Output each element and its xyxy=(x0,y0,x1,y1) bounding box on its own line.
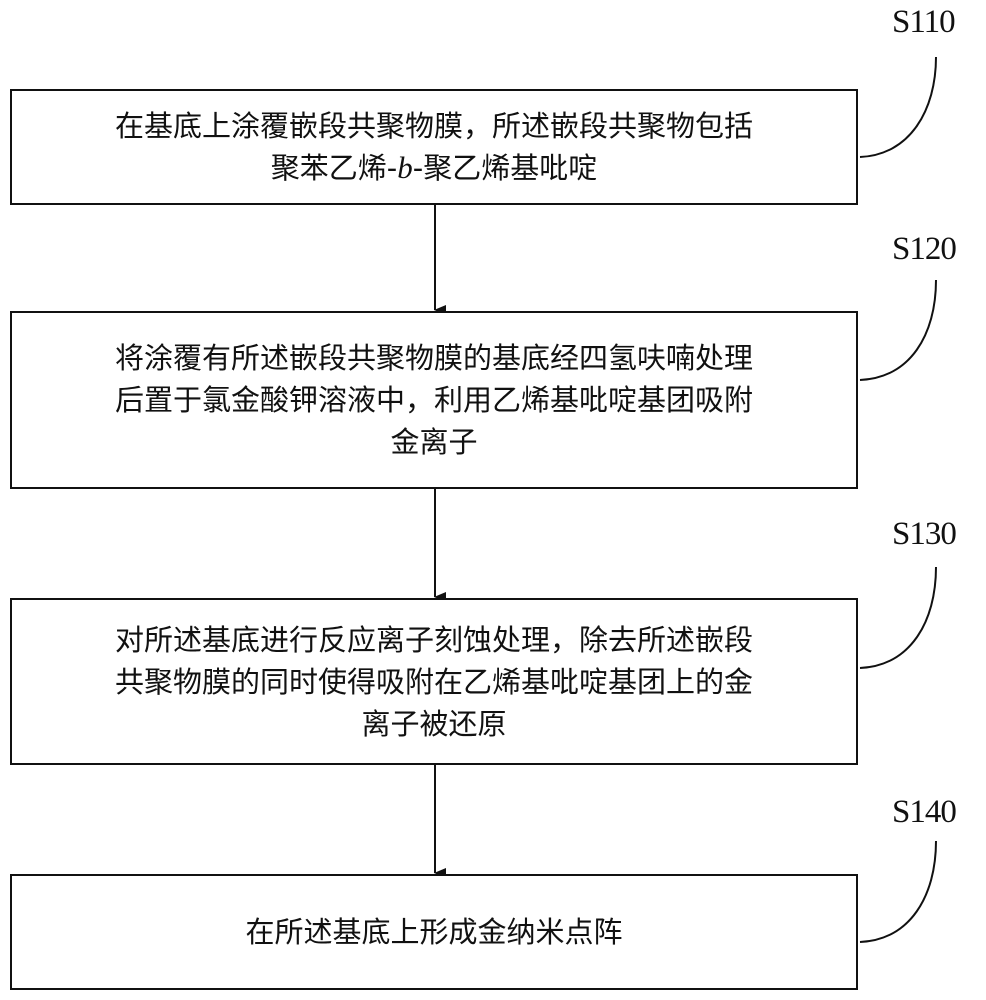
step-label-s140: S140 xyxy=(892,794,957,830)
text-segment: 在所述基底上形成金纳米点阵 xyxy=(245,915,623,949)
leader-line-s140 xyxy=(859,840,937,943)
text-segment: 聚苯乙烯- xyxy=(270,151,398,185)
step-box-s110: 在基底上涂覆嵌段共聚物膜，所述嵌段共聚物包括聚苯乙烯-b-聚乙烯基吡啶 xyxy=(10,89,858,205)
step-text-s140: 在所述基底上形成金纳米点阵 xyxy=(28,911,840,953)
italic-text-segment: b xyxy=(397,150,413,185)
step-box-s130: 对所述基底进行反应离子刻蚀处理，除去所述嵌段共聚物膜的同时使得吸附在乙烯基吡啶基… xyxy=(10,598,858,765)
step-text-line: 离子被还原 xyxy=(28,703,840,745)
step-text-s130: 对所述基底进行反应离子刻蚀处理，除去所述嵌段共聚物膜的同时使得吸附在乙烯基吡啶基… xyxy=(28,619,840,745)
step-label-s130: S130 xyxy=(892,516,957,552)
step-text-s110: 在基底上涂覆嵌段共聚物膜，所述嵌段共聚物包括聚苯乙烯-b-聚乙烯基吡啶 xyxy=(28,105,840,189)
step-text-line: 共聚物膜的同时使得吸附在乙烯基吡啶基团上的金 xyxy=(28,661,840,703)
text-segment: 离子被还原 xyxy=(361,706,507,741)
step-box-s120: 将涂覆有所述嵌段共聚物膜的基底经四氢呋喃处理后置于氯金酸钾溶液中，利用乙烯基吡啶… xyxy=(10,311,858,489)
text-segment: 对所述基底进行反应离子刻蚀处理，除去所述嵌段 xyxy=(114,622,753,657)
leader-line-s130 xyxy=(859,566,937,669)
step-text-line: 将涂覆有所述嵌段共聚物膜的基底经四氢呋喃处理 xyxy=(28,337,840,379)
step-text-line: 聚苯乙烯-b-聚乙烯基吡啶 xyxy=(28,147,840,189)
step-text-line: 在基底上涂覆嵌段共聚物膜，所述嵌段共聚物包括 xyxy=(28,105,840,147)
text-segment: 将涂覆有所述嵌段共聚物膜的基底经四氢呋喃处理 xyxy=(114,341,753,375)
text-segment: -聚乙烯基吡啶 xyxy=(412,151,598,185)
text-segment: 在基底上涂覆嵌段共聚物膜，所述嵌段共聚物包括 xyxy=(114,109,753,143)
step-text-line: 金离子 xyxy=(28,421,840,463)
step-label-s120: S120 xyxy=(892,231,957,267)
text-segment: 后置于氯金酸钾溶液中，利用乙烯基吡啶基团吸附 xyxy=(114,383,753,417)
leader-line-s110 xyxy=(859,56,937,158)
text-segment: 共聚物膜的同时使得吸附在乙烯基吡啶基团上的金 xyxy=(114,664,753,699)
leader-line-s120 xyxy=(859,279,937,381)
step-label-s110: S110 xyxy=(892,4,956,40)
step-text-s120: 将涂覆有所述嵌段共聚物膜的基底经四氢呋喃处理后置于氯金酸钾溶液中，利用乙烯基吡啶… xyxy=(28,337,840,463)
step-text-line: 后置于氯金酸钾溶液中，利用乙烯基吡啶基团吸附 xyxy=(28,379,840,421)
step-text-line: 对所述基底进行反应离子刻蚀处理，除去所述嵌段 xyxy=(28,619,840,661)
step-text-line: 在所述基底上形成金纳米点阵 xyxy=(28,911,840,953)
text-segment: 金离子 xyxy=(390,425,478,459)
step-box-s140: 在所述基底上形成金纳米点阵 xyxy=(10,874,858,990)
